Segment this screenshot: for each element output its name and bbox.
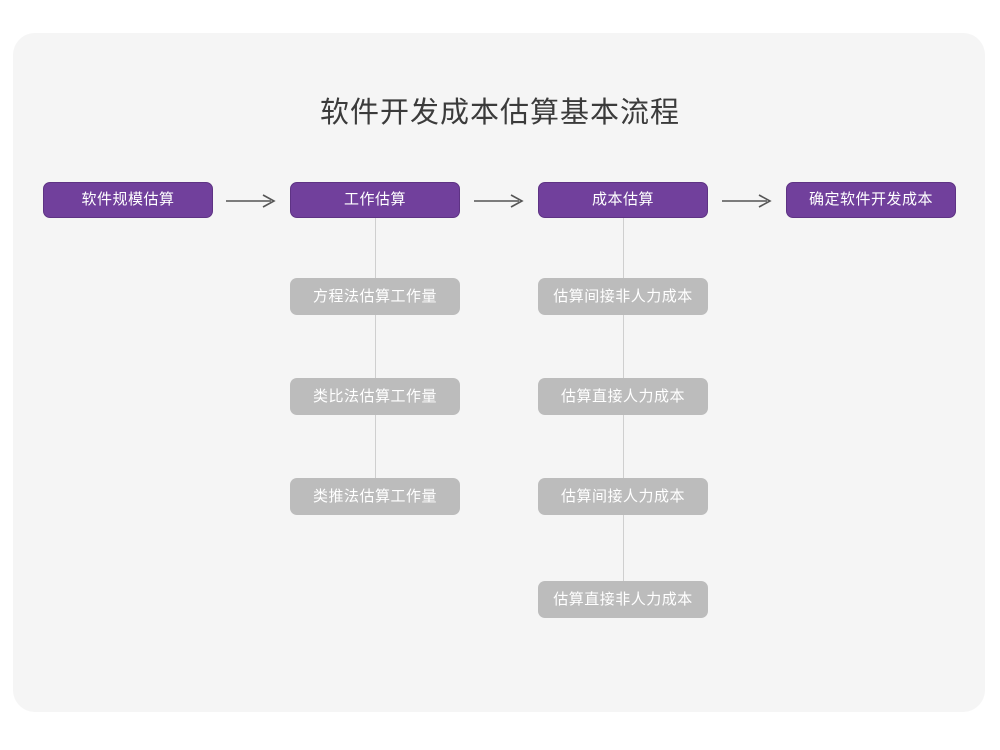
- node-software-size-estimation[interactable]: 软件规模估算: [43, 182, 213, 218]
- node-work-estimation[interactable]: 工作估算: [290, 182, 460, 218]
- node-cost-indirect-labor[interactable]: 估算间接人力成本: [538, 478, 708, 515]
- node-work-method-inference[interactable]: 类推法估算工作量: [290, 478, 460, 515]
- connector-work-to-method-1: [375, 218, 376, 278]
- diagram-card: [13, 33, 985, 712]
- node-work-method-analogy[interactable]: 类比法估算工作量: [290, 378, 460, 415]
- connector-item-2-to-3: [623, 415, 624, 478]
- node-cost-direct-nonlabor[interactable]: 估算直接非人力成本: [538, 581, 708, 618]
- node-work-method-equation[interactable]: 方程法估算工作量: [290, 278, 460, 315]
- arrow-step3-to-step4: [722, 193, 772, 209]
- connector-item-1-to-2: [623, 315, 624, 378]
- node-cost-estimation[interactable]: 成本估算: [538, 182, 708, 218]
- node-cost-direct-labor[interactable]: 估算直接人力成本: [538, 378, 708, 415]
- arrow-step1-to-step2: [226, 193, 276, 209]
- connector-cost-to-item-1: [623, 218, 624, 278]
- connector-method-1-to-2: [375, 315, 376, 378]
- arrow-step2-to-step3: [474, 193, 524, 209]
- connector-method-2-to-3: [375, 415, 376, 478]
- node-cost-indirect-nonlabor[interactable]: 估算间接非人力成本: [538, 278, 708, 315]
- connector-item-3-to-4: [623, 515, 624, 581]
- node-determine-development-cost[interactable]: 确定软件开发成本: [786, 182, 956, 218]
- page-title: 软件开发成本估算基本流程: [319, 97, 680, 129]
